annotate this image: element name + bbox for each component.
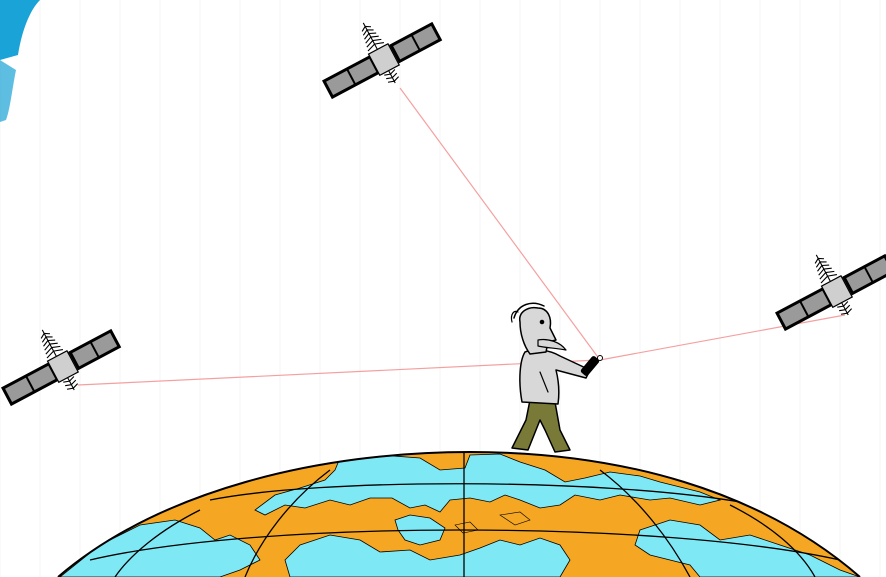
signal-line-top-satellite	[400, 88, 600, 360]
satellite-icon	[0, 302, 127, 419]
earth-globe-icon	[58, 450, 860, 577]
person-icon	[511, 303, 602, 452]
corner-accent	[0, 0, 40, 122]
signal-lines	[78, 88, 845, 385]
gps-receiver-icon	[581, 356, 603, 377]
satellite-icon	[309, 0, 449, 112]
signal-line-right-satellite	[600, 315, 845, 360]
